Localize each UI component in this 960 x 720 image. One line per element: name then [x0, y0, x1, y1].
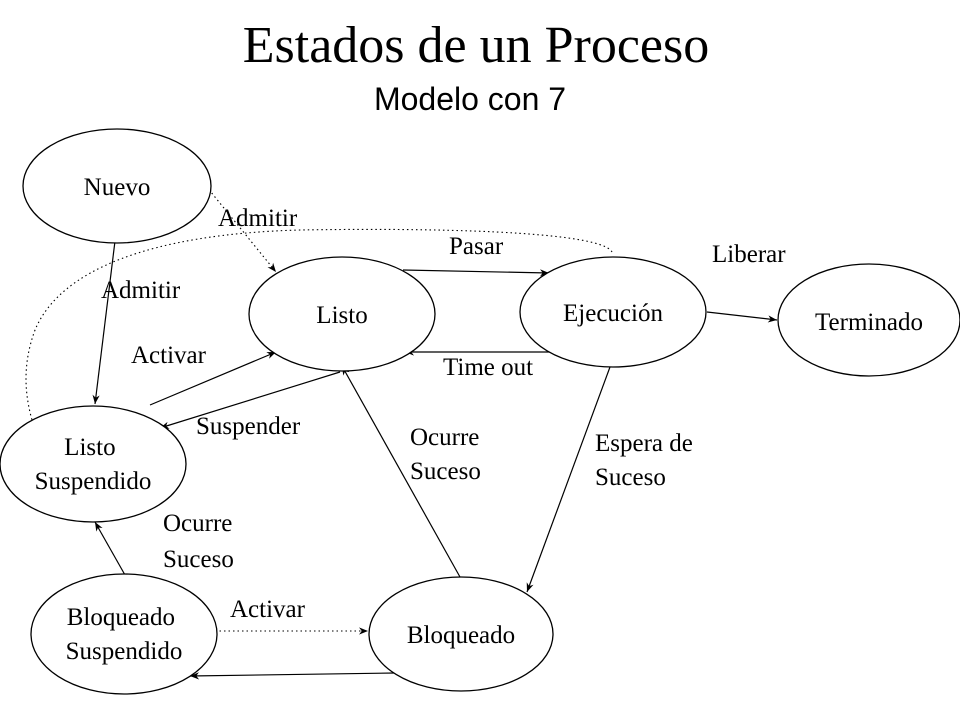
label-liberar: Liberar — [712, 241, 786, 268]
label-ocurre-suceso-listo: Ocurre Suceso — [410, 424, 486, 485]
edge-ejecucion-listo-suspendido — [25, 228, 613, 421]
label-espera-suceso: Espera de Suceso — [595, 430, 699, 491]
edge-listo-ejecucion — [402, 269, 550, 277]
label-suspender: Suspender — [196, 413, 301, 440]
edge-listo-suspendido-listo — [149, 351, 277, 406]
edge-listo-listo-suspendido — [159, 371, 341, 429]
node-terminado-shape — [777, 263, 960, 377]
edge-nuevo-listo-suspendido — [92, 240, 116, 405]
node-nuevo-label: Nuevo — [84, 174, 151, 201]
label-admitir-listo: Admitir — [218, 205, 298, 232]
edge-bloqueado-listo — [341, 365, 461, 578]
node-ejecucion-shape — [519, 256, 707, 368]
node-bloqueado-shape — [368, 576, 554, 692]
node-listo-shape — [248, 256, 436, 372]
edge-ejecucion-terminado — [706, 311, 778, 323]
diagram-subtitle: Modelo con 7 — [374, 81, 566, 117]
node-listo-label: Listo — [316, 302, 367, 329]
edge-nuevo-listo — [205, 185, 277, 273]
label-ocurre-suceso-suspendido: Ocurre Suceso — [163, 510, 239, 573]
node-listo-suspendido-shape — [0, 405, 187, 523]
edge-ejecucion-bloqueado — [526, 366, 611, 593]
diagram-title: Estados de un Proceso — [243, 17, 709, 74]
label-activar-listo: Activar — [131, 342, 207, 369]
label-pasar: Pasar — [449, 233, 504, 260]
label-admitir-listo-suspendido: Admitir — [101, 277, 181, 304]
node-ejecucion-label: Ejecución — [563, 300, 663, 327]
node-bloqueado-suspendido-shape — [30, 573, 218, 695]
edge-bloqueado-bloqueado-suspendido — [189, 672, 396, 680]
label-activar-bloqueado: Activar — [230, 596, 306, 623]
node-bloqueado-suspendido-label: Bloqueado Suspendido — [66, 604, 183, 665]
node-bloqueado-label: Bloqueado — [407, 622, 515, 649]
node-nuevo-shape — [22, 128, 212, 244]
edge-bloqueado-suspendido-listo-suspendido — [94, 521, 126, 576]
label-time-out: Time out — [443, 354, 533, 381]
node-listo-suspendido-label: Listo Suspendido — [35, 434, 152, 495]
node-terminado-label: Terminado — [815, 309, 923, 336]
